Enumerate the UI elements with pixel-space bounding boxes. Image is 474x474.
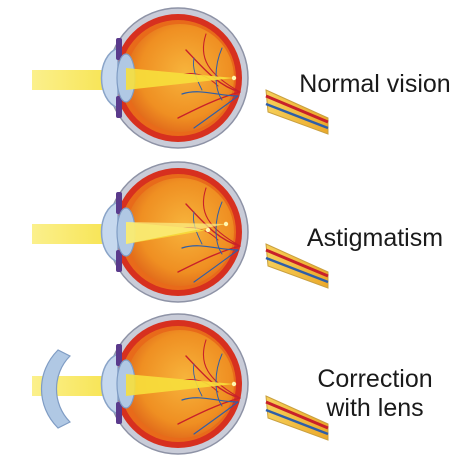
eye-normal bbox=[32, 6, 330, 150]
focus-beam bbox=[126, 374, 234, 396]
caption-correction: Correction with lens bbox=[290, 365, 460, 423]
focal-point bbox=[205, 227, 211, 233]
caption-normal-vision: Normal vision bbox=[299, 70, 451, 98]
caption-correction-line1: Correction bbox=[317, 365, 433, 393]
focus-beam bbox=[126, 68, 234, 90]
focal-point-secondary bbox=[223, 221, 229, 227]
caption-astigmatism: Astigmatism bbox=[306, 224, 444, 252]
focus-beam-secondary bbox=[126, 222, 226, 244]
incoming-light-beam bbox=[32, 70, 122, 90]
corrective-lens bbox=[40, 349, 72, 429]
incoming-light-beam bbox=[32, 224, 122, 244]
focal-point bbox=[231, 75, 237, 81]
caption-correction-line2: with lens bbox=[326, 394, 424, 422]
focal-point bbox=[231, 381, 237, 387]
eye-astigmatism bbox=[32, 160, 330, 304]
eye-correction bbox=[32, 312, 330, 456]
